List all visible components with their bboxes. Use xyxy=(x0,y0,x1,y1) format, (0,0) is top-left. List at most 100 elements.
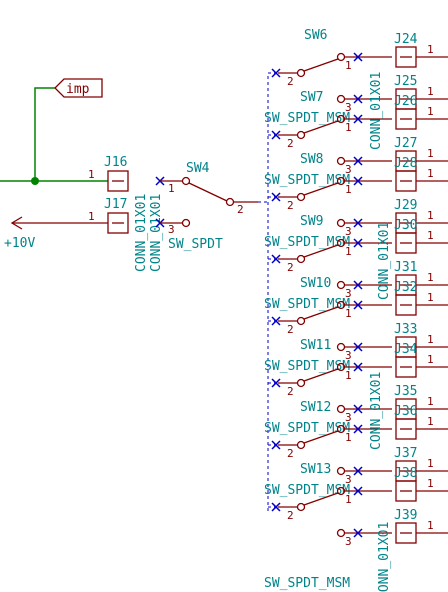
switch-pin1-label: 1 xyxy=(345,493,352,506)
connector-pin-number: 1 xyxy=(427,291,434,304)
switch-pin2-label: 2 xyxy=(287,509,294,522)
contact-pin3 xyxy=(336,404,346,414)
switch-ref: SW10 xyxy=(300,276,331,291)
connector-j32: J32 1 xyxy=(394,280,448,316)
connector-pin-number: 1 xyxy=(427,333,434,346)
switch-value: SW_SPDT_MSM xyxy=(264,111,350,126)
no-connect-marker xyxy=(271,440,281,450)
switch-ref: SW12 xyxy=(300,400,331,415)
contact-pin1 xyxy=(336,114,346,124)
no-connect-marker xyxy=(271,502,281,512)
contact-common xyxy=(296,192,306,202)
switch-pin1-label: 1 xyxy=(345,59,352,72)
connector-j16: J16 1 xyxy=(88,155,129,192)
switch-sw4-ref: SW4 xyxy=(186,161,210,176)
no-connect-marker xyxy=(353,486,363,496)
connector-value: CONN_01X01 xyxy=(369,72,384,150)
connector-pin-number: 1 xyxy=(427,147,434,160)
switch-pin1-label: 1 xyxy=(345,183,352,196)
no-connect-marker xyxy=(353,466,363,476)
contact-common xyxy=(296,440,306,450)
switch-ref: SW8 xyxy=(300,152,323,167)
switch-pin1-label: 1 xyxy=(345,431,352,444)
no-connect-marker xyxy=(353,424,363,434)
connector-ref: J30 xyxy=(394,218,417,233)
switch-pin2-label: 2 xyxy=(287,447,294,460)
contact-pin1 xyxy=(336,52,346,62)
connector-j16-pin: 1 xyxy=(88,168,95,181)
no-connect-marker xyxy=(353,528,363,538)
connector-pin-number: 1 xyxy=(427,271,434,284)
switch-lever xyxy=(303,306,339,320)
connector-pin-number: 1 xyxy=(427,519,434,532)
wire-to-imp xyxy=(34,87,55,181)
switch-pin2-label: 2 xyxy=(287,385,294,398)
no-connect-marker xyxy=(271,254,281,264)
contact-common xyxy=(296,130,306,140)
connector-column: J241J251J261J271J281J291J301J311J321J331… xyxy=(369,32,448,592)
connector-ref: J28 xyxy=(394,156,417,171)
no-connect-marker xyxy=(353,238,363,248)
connector-ref: J27 xyxy=(394,136,417,151)
switch-pin3-label: 3 xyxy=(345,287,352,300)
connector-ref: J35 xyxy=(394,384,417,399)
connector-ref: J31 xyxy=(394,260,417,275)
contact-pin1 xyxy=(336,238,346,248)
connector-ref: J26 xyxy=(394,94,417,109)
switch-sw4-pin3: 3 xyxy=(168,223,175,236)
no-connect-marker xyxy=(353,94,363,104)
connector-ref: J36 xyxy=(394,404,417,419)
connector-ref: J32 xyxy=(394,280,417,295)
connector-ref: J24 xyxy=(394,32,418,47)
connector-j26: J26 1 xyxy=(394,94,448,130)
connector-pin-number: 1 xyxy=(427,209,434,222)
no-connect-marker xyxy=(353,404,363,414)
switch-pin2-label: 2 xyxy=(287,323,294,336)
no-connect-marker xyxy=(353,342,363,352)
switch-lever xyxy=(303,492,339,506)
contact-common xyxy=(296,68,306,78)
net-label-imp-text: imp xyxy=(66,82,90,97)
no-connect-marker xyxy=(353,114,363,124)
switch-sw4-pin1: 1 xyxy=(168,182,175,195)
no-connect-marker xyxy=(353,156,363,166)
connector-j27: J27 1 xyxy=(394,136,448,172)
switch-pin2-label: 2 xyxy=(287,199,294,212)
switch-value: SW_SPDT_MSM xyxy=(264,483,350,498)
connector-pin-number: 1 xyxy=(427,353,434,366)
connector-j17: J17 1 xyxy=(88,197,129,234)
connector-ref: J33 xyxy=(394,322,417,337)
contact-pin3 xyxy=(336,528,346,538)
no-connect-marker xyxy=(271,378,281,388)
connector-pin-number: 1 xyxy=(427,457,434,470)
contact-pin3 xyxy=(336,466,346,476)
switch-value: SW_SPDT_MSM xyxy=(264,359,350,374)
contact-pin3 xyxy=(336,280,346,290)
no-connect-marker xyxy=(271,316,281,326)
connector-ref: J38 xyxy=(394,466,417,481)
contact-pin1 xyxy=(336,300,346,310)
contact-pin1 xyxy=(336,362,346,372)
connector-j17-value: CONN_01X01 xyxy=(149,194,164,272)
switch-pin3-label: 3 xyxy=(345,225,352,238)
switch-pin1-label: 1 xyxy=(345,245,352,258)
connector-value: CONN_01X01 xyxy=(377,222,392,300)
connector-ref: J25 xyxy=(394,74,417,89)
switch-pin1-label: 1 xyxy=(345,307,352,320)
connector-ref: J34 xyxy=(394,342,418,357)
connector-pin-number: 1 xyxy=(427,105,434,118)
switch-pin1-label: 1 xyxy=(345,121,352,134)
switch-lever xyxy=(303,430,339,444)
power-label: +10V xyxy=(4,236,35,251)
contact-pin1 xyxy=(336,486,346,496)
